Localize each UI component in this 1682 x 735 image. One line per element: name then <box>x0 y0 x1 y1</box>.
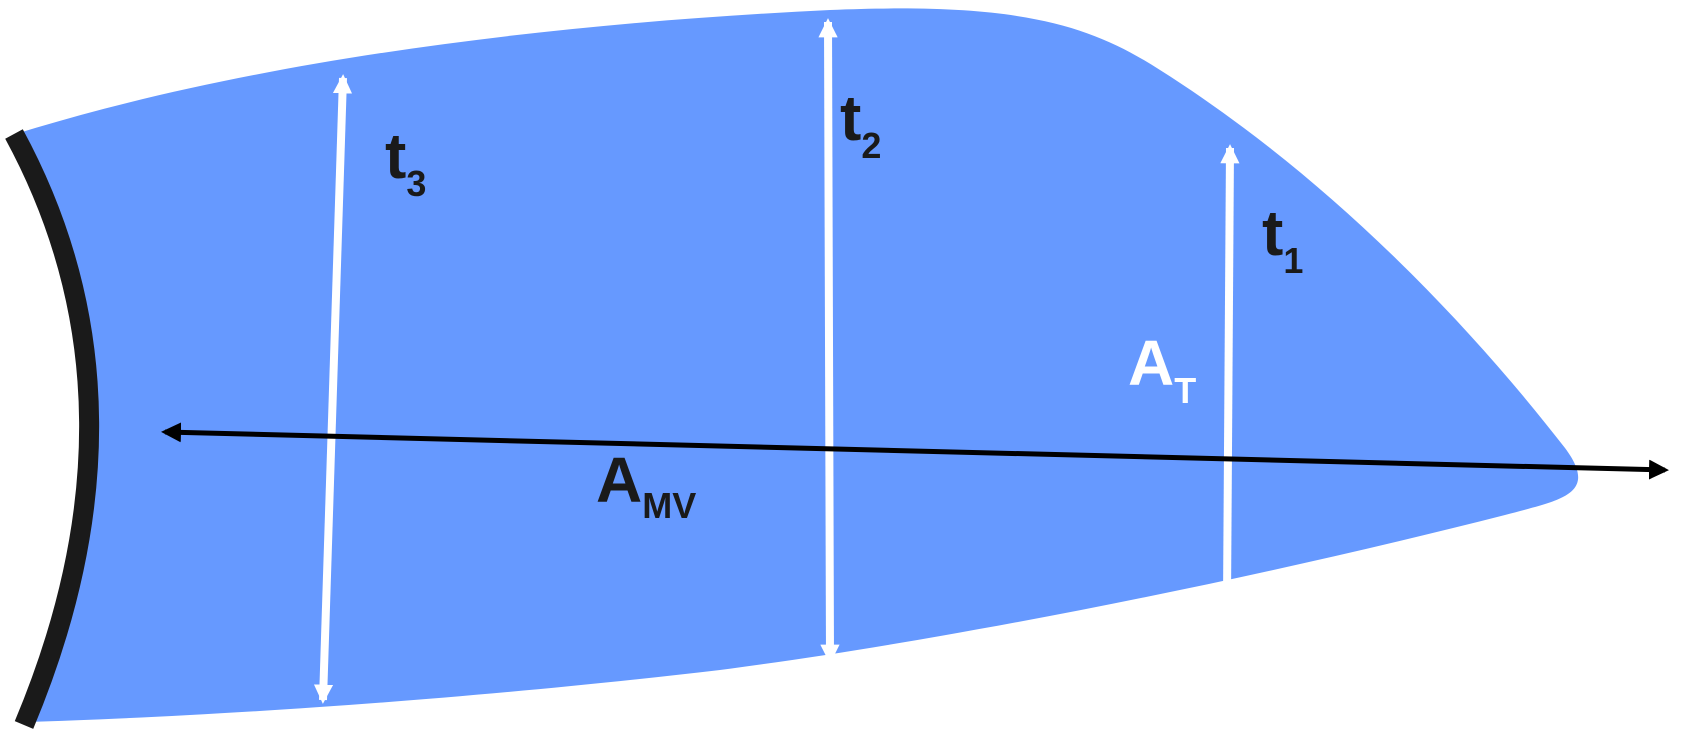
t1-label-main: t <box>1262 197 1283 269</box>
amv-arrow <box>161 422 1669 480</box>
annulus-boundary <box>5 129 100 729</box>
t1-arrow <box>1217 144 1240 604</box>
at-label-main: A <box>1128 327 1174 399</box>
at-label-sub: T <box>1174 370 1196 411</box>
at-label: AT <box>1128 327 1196 411</box>
t3-label-sub: 3 <box>406 163 426 204</box>
t1-label-sub: 1 <box>1283 240 1303 281</box>
valve-region <box>22 8 1579 723</box>
amv-label: AMV <box>596 444 696 526</box>
t2-arrow <box>818 18 840 664</box>
t3-label-main: t <box>385 120 406 192</box>
t2-label-sub: 2 <box>861 125 881 166</box>
t1-label: t1 <box>1262 197 1303 281</box>
amv-label-sub: MV <box>642 485 696 526</box>
t3-label: t3 <box>385 120 426 204</box>
amv-label-main: A <box>596 444 642 516</box>
t3-arrow <box>313 74 353 704</box>
t2-label-main: t <box>840 82 861 154</box>
t2-label: t2 <box>840 82 881 166</box>
